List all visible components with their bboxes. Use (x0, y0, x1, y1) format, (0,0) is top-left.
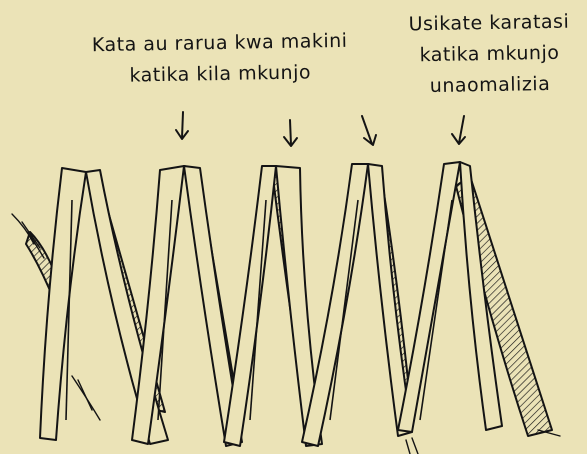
strip-front-face (398, 162, 460, 432)
strip-front-face (302, 164, 368, 446)
arrow-down-icon (284, 120, 297, 146)
arrow-down-icon (362, 116, 376, 145)
zigzag-paper-strips (26, 162, 552, 446)
arrow-down-icon (452, 116, 465, 144)
arrow-down-icon (176, 112, 188, 139)
strip-front-face (40, 168, 86, 440)
strip-front-face (224, 166, 276, 446)
